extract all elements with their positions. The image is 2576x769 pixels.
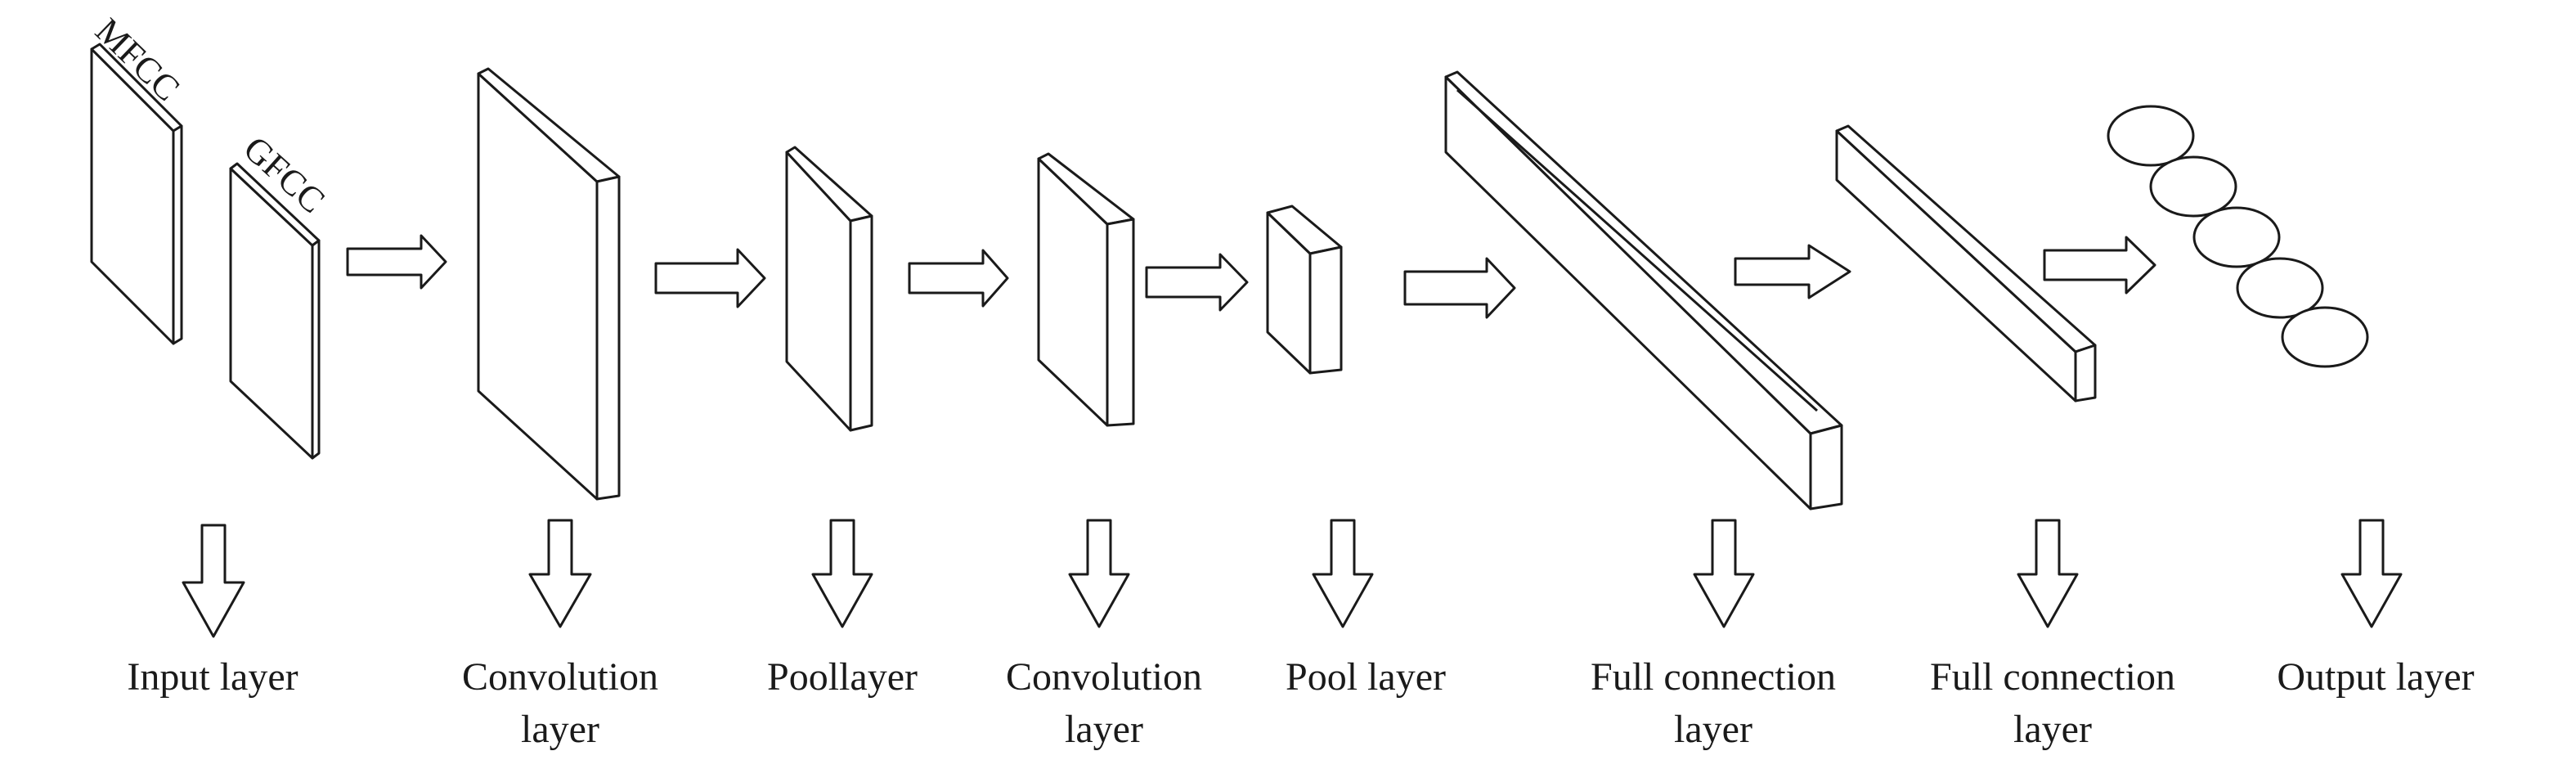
label-input-layer: Input layer [90, 651, 335, 704]
output-node [2151, 157, 2236, 216]
full-connection-layer-1-bar [1446, 72, 1842, 509]
pool-layer-1-block [787, 147, 872, 430]
down-arrow-3 [813, 520, 872, 627]
output-node [2282, 308, 2367, 367]
gfcc-input-slab [231, 164, 319, 458]
label-line-1: Pool layer [1286, 655, 1446, 699]
output-node [2194, 208, 2279, 267]
flow-arrow-1 [348, 236, 446, 288]
pool-layer-2-block [1268, 206, 1341, 373]
down-arrow-1 [183, 525, 244, 636]
convolution-layer-2-block [1039, 154, 1133, 425]
label-full-connection-layer-2: Full connection layer [1897, 651, 2208, 756]
label-line-1: Poollayer [767, 655, 918, 699]
down-arrow-7 [2018, 520, 2077, 627]
label-line-1: Full connection [1591, 655, 1836, 699]
flow-arrow-6 [1735, 245, 1850, 298]
flow-arrow-3 [909, 250, 1008, 306]
flow-arrow-7 [2044, 237, 2155, 293]
down-arrow-4 [1070, 520, 1129, 627]
label-line-1: Convolution [1005, 655, 1203, 699]
label-line-2: layer [1674, 708, 1752, 751]
label-line-1: Convolution [461, 655, 659, 699]
label-line-2: layer [1065, 708, 1143, 751]
label-full-connection-layer-1: Full connection layer [1558, 651, 1869, 756]
output-node [2237, 259, 2322, 317]
label-pool-layer-1: Poollayer [736, 651, 949, 704]
label-line-2: layer [2013, 708, 2092, 751]
label-line-1: Full connection [1930, 655, 2175, 699]
flow-arrow-4 [1147, 254, 1247, 310]
mfcc-input-slab [92, 44, 182, 344]
down-arrow-8 [2342, 520, 2401, 627]
down-arrow-2 [530, 520, 590, 627]
output-node [2108, 106, 2193, 165]
flow-arrows [348, 236, 2155, 317]
convolution-layer-1-block [478, 69, 619, 499]
label-convolution-layer-2: Convolution layer [977, 651, 1231, 756]
flow-arrow-2 [656, 250, 765, 307]
full-connection-layer-2-bar [1837, 126, 2095, 401]
label-output-layer: Output layer [2241, 651, 2511, 704]
label-pool-layer-2: Pool layer [1251, 651, 1480, 704]
flow-arrow-5 [1405, 259, 1515, 317]
label-convolution-layer-1: Convolution layer [433, 651, 687, 756]
label-line-1: Input layer [127, 655, 298, 699]
output-nodes [2108, 106, 2367, 367]
down-arrow-5 [1313, 520, 1372, 627]
down-arrows [183, 520, 2401, 636]
label-line-1: Output layer [2277, 655, 2475, 699]
down-arrow-6 [1694, 520, 1753, 627]
label-line-2: layer [521, 708, 599, 751]
